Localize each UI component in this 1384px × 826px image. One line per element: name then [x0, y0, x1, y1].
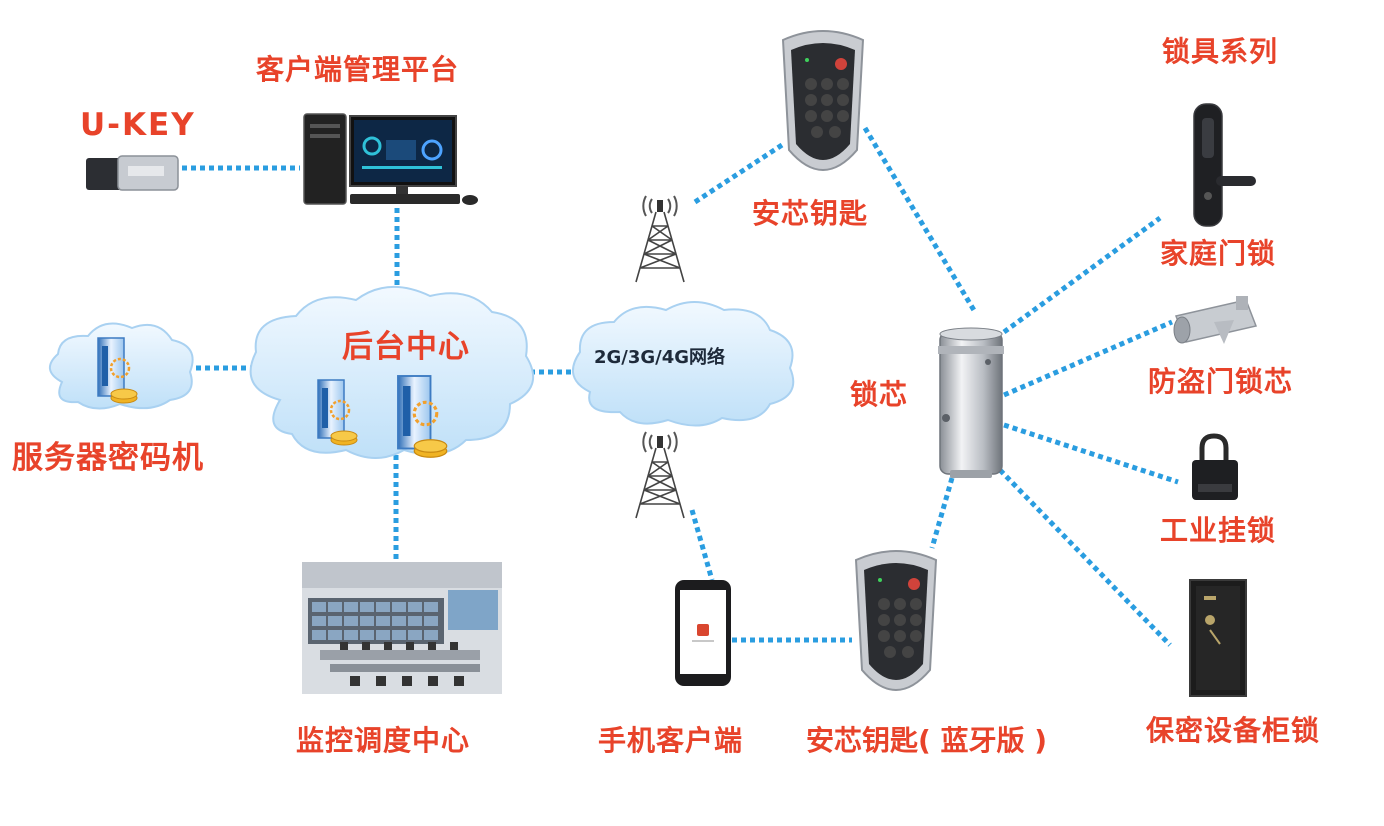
link-key-lockcore — [862, 126, 978, 314]
lock-core-label: 锁芯 — [850, 378, 909, 411]
keypad-remote-icon — [855, 550, 937, 691]
smartphone-icon — [675, 580, 731, 686]
euro-cylinder-icon — [1173, 296, 1258, 344]
industrial-padlock-label: 工业挂锁 — [1160, 514, 1277, 547]
network-label: 2G/3G/4G网络 — [594, 347, 726, 368]
keypad-remote-icon — [782, 30, 864, 171]
backend-cloud — [249, 286, 535, 459]
lock-series-label: 锁具系列 — [1162, 35, 1279, 68]
safe-key-label: 安芯钥匙 — [752, 197, 869, 230]
link-tower-key — [693, 142, 784, 205]
connection-lines — [182, 126, 1179, 647]
usb-key-icon — [86, 155, 179, 191]
monitor-center-label: 监控调度中心 — [296, 724, 471, 757]
door-lock-icon — [1193, 103, 1256, 227]
client-platform-label: 客户端管理平台 — [256, 53, 460, 86]
link-core-anticore — [1003, 319, 1173, 398]
cell-tower-icon — [635, 431, 685, 519]
link-core-homelock — [1002, 215, 1162, 335]
cell-tower-icon — [635, 195, 685, 283]
network-cloud — [571, 301, 795, 427]
link-core-padlock — [1003, 422, 1179, 485]
link-btkey-lockcore — [929, 477, 955, 549]
home-lock-label: 家庭门锁 — [1160, 237, 1277, 270]
safe-cabinet-icon — [1189, 579, 1247, 697]
control-room-icon — [302, 562, 502, 694]
server-crypto-label: 服务器密码机 — [12, 440, 204, 476]
backend-center-label: 后台中心 — [342, 329, 470, 365]
link-core-cabinet — [998, 468, 1172, 647]
anti-theft-core-label: 防盗门锁芯 — [1148, 365, 1294, 398]
padlock-icon — [1192, 433, 1238, 500]
secure-cabinet-lock-label: 保密设备柜锁 — [1146, 714, 1321, 747]
link-tower-phone — [689, 509, 715, 581]
ukey-label: U-KEY — [80, 107, 196, 143]
safe-key-bt-label: 安芯钥匙( 蓝牙版 ) — [806, 724, 1048, 757]
desktop-computer-icon — [303, 113, 478, 205]
lock-cylinder-icon — [938, 327, 1004, 478]
mobile-client-label: 手机客户端 — [598, 724, 744, 757]
